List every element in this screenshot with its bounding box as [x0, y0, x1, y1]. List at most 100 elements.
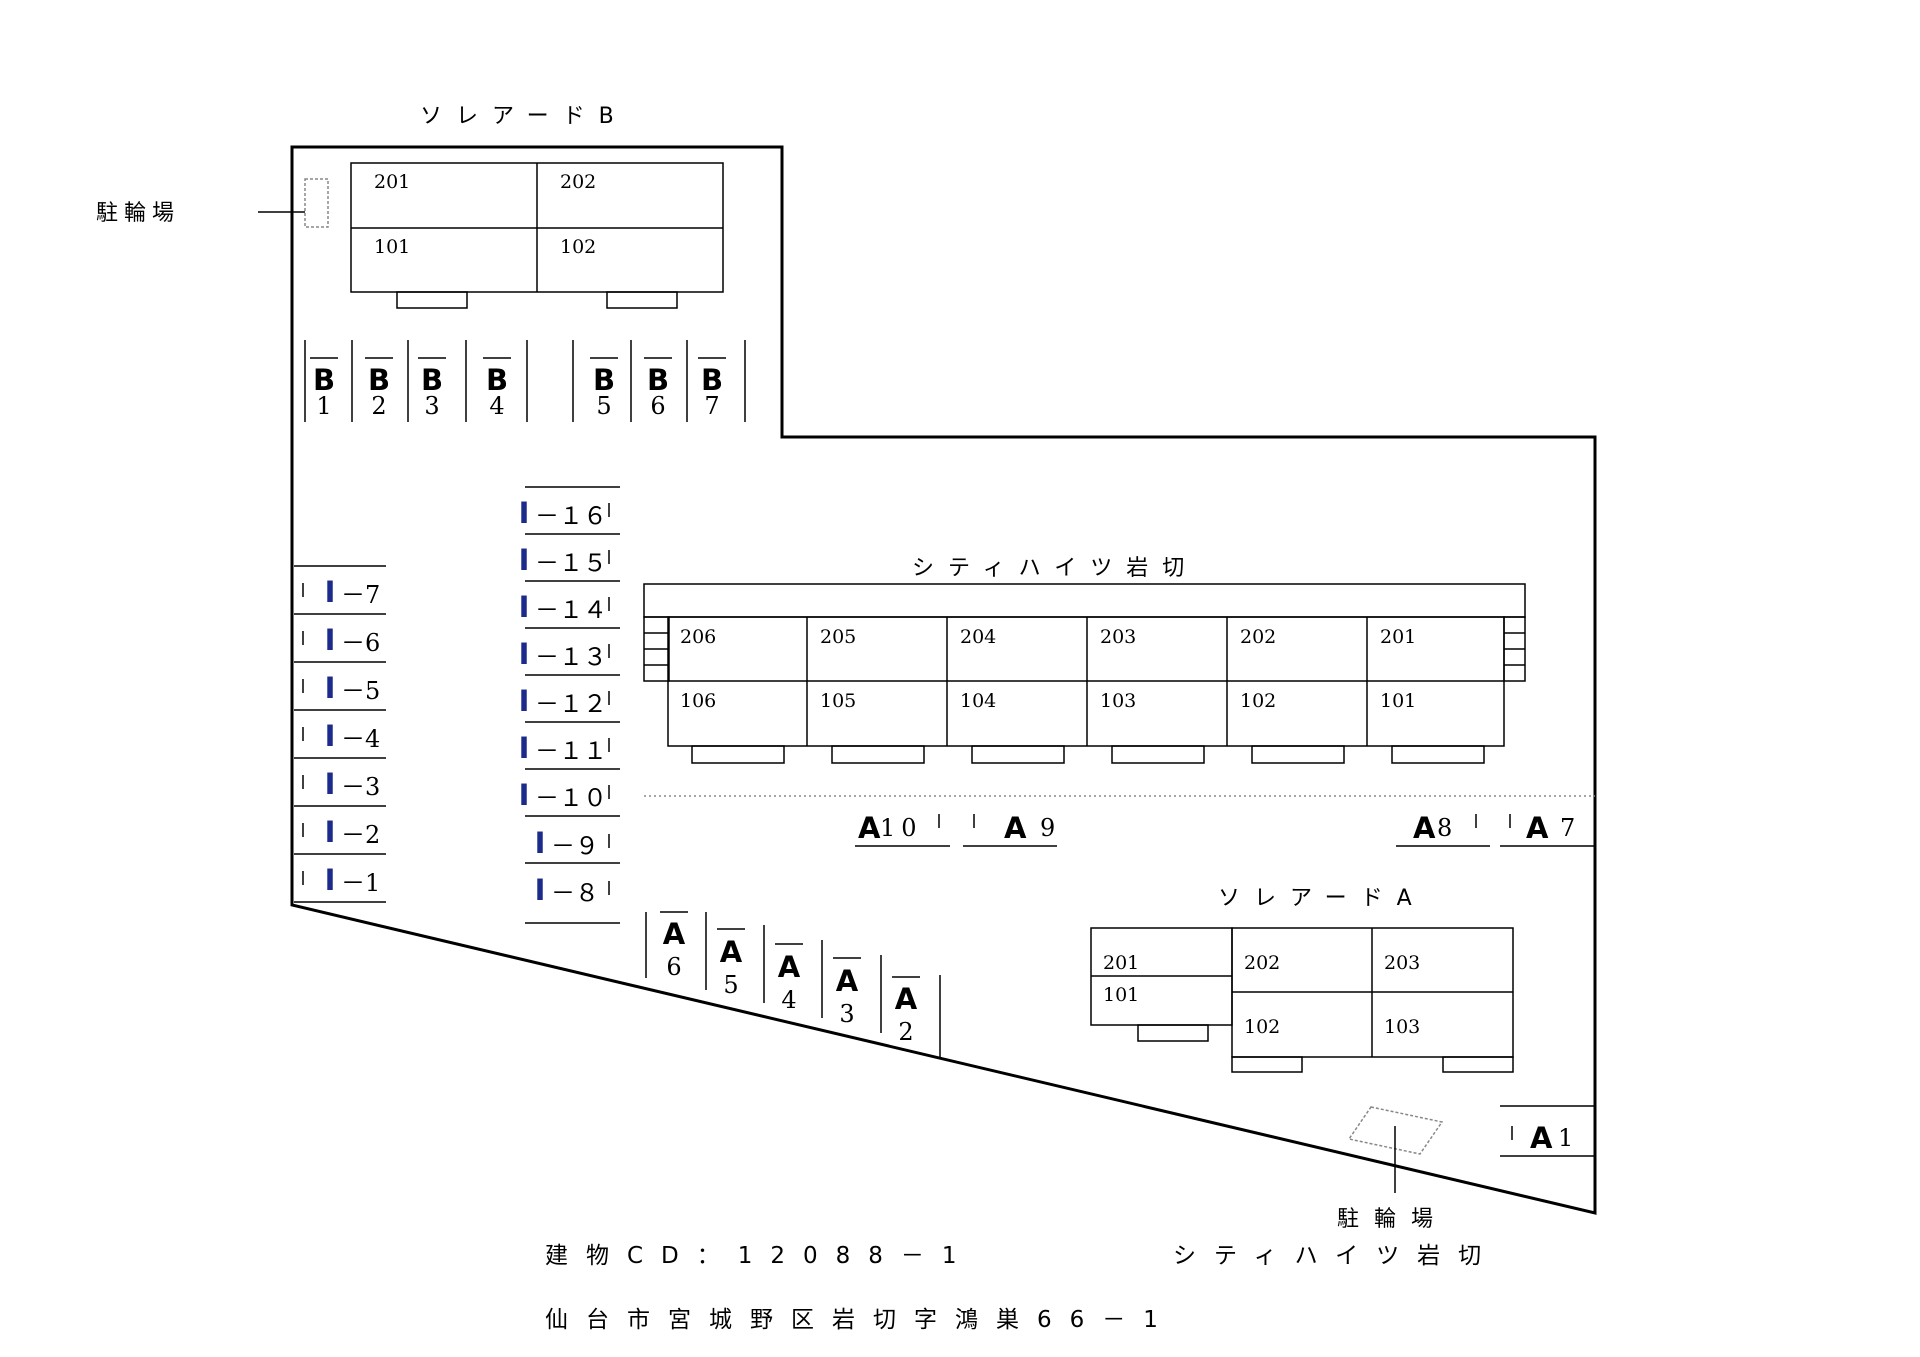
a-parking-slot-2: A 2 — [892, 976, 920, 1046]
svg-text:－3: －3 — [341, 773, 380, 801]
svg-text:A: A — [1004, 811, 1027, 845]
b-parking-dividers — [304, 340, 746, 422]
b-parking-slot-5: B 5 — [590, 357, 618, 420]
svg-text:－１５: －１５ — [535, 549, 607, 577]
i-parking-slot-9: I －９ — [535, 826, 610, 860]
property-name: シティハイツ岩切 — [1173, 1243, 1499, 1269]
b-parking-slot-3: B 3 — [418, 357, 446, 420]
svg-text:－6: －6 — [341, 629, 380, 657]
svg-text:－5: －5 — [341, 677, 380, 705]
svg-text:I: I — [519, 778, 530, 812]
svg-text:I: I — [519, 731, 530, 765]
svg-text:A: A — [836, 964, 859, 998]
b-parking-slot-2: B 2 — [365, 357, 393, 420]
solard-b-building — [350, 162, 724, 309]
i-parking-slot-1: I －1 — [302, 863, 380, 897]
city-heights-room-203: 203 — [1100, 626, 1136, 648]
bike-parking-area-b — [304, 178, 329, 228]
a-parking-slot-3: A 3 — [833, 957, 861, 1028]
svg-text:I: I — [519, 684, 530, 718]
address: 仙台市宮城野区岩切字鴻巣66－1 — [545, 1307, 1176, 1333]
a-parking-dividers — [645, 912, 941, 1058]
solard-b-room-102: 102 — [560, 236, 596, 258]
svg-text:6: 6 — [666, 953, 681, 981]
city-heights-title: シティハイツ岩切 — [912, 556, 1198, 581]
svg-text:1: 1 — [1558, 1124, 1573, 1152]
svg-text:B: B — [313, 363, 335, 397]
svg-text:A: A — [720, 935, 743, 969]
i-parking-slot-15: I －１５ — [519, 543, 610, 577]
i-parking-slot-10: I －１０ — [519, 778, 610, 812]
solard-a-title: ソレアードA — [1218, 886, 1426, 911]
svg-text:－１４: －１４ — [535, 596, 607, 624]
solard-b-room-201: 201 — [374, 171, 410, 193]
bike-parking-label-a: 駐 輪 場 — [1337, 1207, 1437, 1232]
svg-text:4: 4 — [781, 986, 796, 1014]
svg-text:I: I — [519, 590, 530, 624]
i-parking-slot-6: I －6 — [302, 623, 380, 657]
svg-text:B: B — [701, 363, 723, 397]
svg-text:I: I — [325, 575, 336, 609]
svg-text:－1: －1 — [341, 869, 380, 897]
i-parking-slot-5: I －5 — [302, 671, 380, 705]
i-parking-slot-8: I －８ — [535, 873, 610, 907]
city-heights-room-204: 204 — [960, 626, 996, 648]
svg-text:4: 4 — [489, 392, 504, 420]
svg-text:9: 9 — [1040, 814, 1055, 842]
a-parking-slot-10: A 10 — [855, 811, 950, 847]
city-heights-room-102: 102 — [1240, 690, 1276, 712]
i-parking-slot-3: I －3 — [302, 767, 380, 801]
solard-a-room-202: 202 — [1244, 952, 1280, 974]
city-heights-room-101: 101 — [1380, 690, 1416, 712]
i-parking-slot-14: I －１４ — [519, 590, 610, 624]
svg-text:－９: －９ — [551, 832, 599, 860]
svg-text:A: A — [778, 950, 801, 984]
site-boundary — [290, 145, 1597, 1215]
i-parking-slot-4: I －4 — [302, 719, 380, 753]
a-parking-slot-4: A 4 — [775, 943, 803, 1014]
solard-a-room-103: 103 — [1384, 1016, 1420, 1038]
a-parking-slot-8: A 8 — [1396, 811, 1490, 847]
i-parking-left-lines — [294, 565, 386, 903]
svg-text:I: I — [519, 543, 530, 577]
city-heights-room-106: 106 — [680, 690, 716, 712]
solard-a-room-101: 101 — [1103, 984, 1139, 1006]
svg-text:A: A — [1526, 811, 1549, 845]
i-parking-slot-11: I －１１ — [519, 731, 610, 765]
bike-parking-area-a — [1347, 1106, 1444, 1155]
svg-text:－８: －８ — [551, 879, 599, 907]
svg-text:B: B — [593, 363, 615, 397]
svg-text:－4: －4 — [341, 725, 380, 753]
b-parking-slot-6: B 6 — [644, 357, 672, 420]
svg-text:I: I — [535, 873, 546, 907]
solard-a-building — [1090, 927, 1514, 1073]
svg-text:8: 8 — [1437, 814, 1452, 842]
svg-text:1: 1 — [316, 392, 331, 420]
svg-text:I: I — [535, 826, 546, 860]
city-heights-room-206: 206 — [680, 626, 716, 648]
svg-text:B: B — [421, 363, 443, 397]
svg-text:7: 7 — [1560, 814, 1575, 842]
city-heights-room-205: 205 — [820, 626, 856, 648]
svg-text:5: 5 — [596, 392, 611, 420]
svg-text:A: A — [895, 982, 918, 1016]
svg-text:I: I — [325, 623, 336, 657]
svg-text:I: I — [325, 719, 336, 753]
svg-text:6: 6 — [650, 392, 665, 420]
svg-text:A: A — [1530, 1121, 1553, 1155]
i-parking-slot-7: I －7 — [302, 575, 380, 609]
city-heights-room-201: 201 — [1380, 626, 1416, 648]
svg-text:－7: －7 — [341, 581, 380, 609]
svg-text:I: I — [325, 767, 336, 801]
i-parking-slot-2: I －2 — [302, 815, 380, 849]
building-code: 建物CD：12088－1 — [545, 1243, 975, 1269]
svg-text:－１２: －１２ — [535, 690, 607, 718]
svg-text:A: A — [858, 811, 881, 845]
solard-b-title: ソレアードB — [420, 104, 628, 129]
svg-text:B: B — [486, 363, 508, 397]
svg-text:I: I — [325, 863, 336, 897]
city-heights-room-202: 202 — [1240, 626, 1276, 648]
city-heights-room-104: 104 — [960, 690, 996, 712]
svg-text:－１３: －１３ — [535, 643, 607, 671]
i-parking-slot-12: I －１２ — [519, 684, 610, 718]
